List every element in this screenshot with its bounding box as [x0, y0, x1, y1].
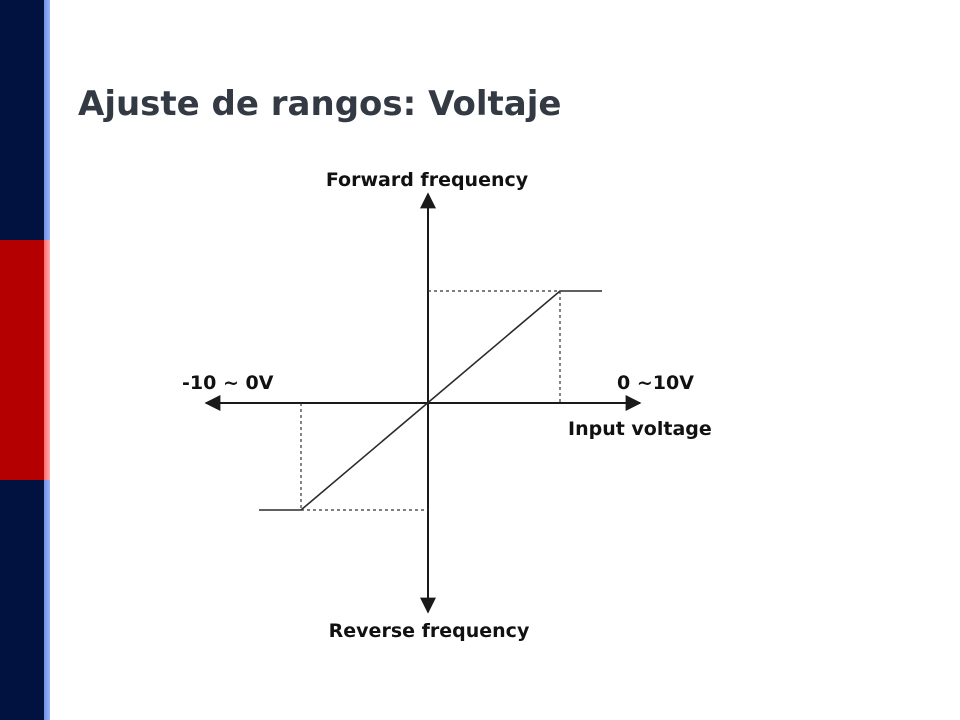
sidebar-decoration	[0, 0, 50, 720]
sidebar-band-middle	[0, 240, 44, 480]
slide-title: Ajuste de rangos: Voltaje	[78, 84, 562, 124]
reverse-frequency-label: Reverse frequency	[329, 620, 530, 642]
sidebar-edge-highlight	[44, 240, 50, 480]
positive-range-label: 0 ~10V	[617, 372, 694, 394]
sidebar-band-top	[0, 0, 44, 240]
sidebar-band-bottom	[0, 480, 44, 720]
forward-frequency-label: Forward frequency	[326, 169, 529, 191]
response-curve	[259, 290, 602, 511]
negative-range-label: -10 ~ 0V	[182, 372, 274, 394]
input-voltage-label: Input voltage	[568, 418, 712, 440]
